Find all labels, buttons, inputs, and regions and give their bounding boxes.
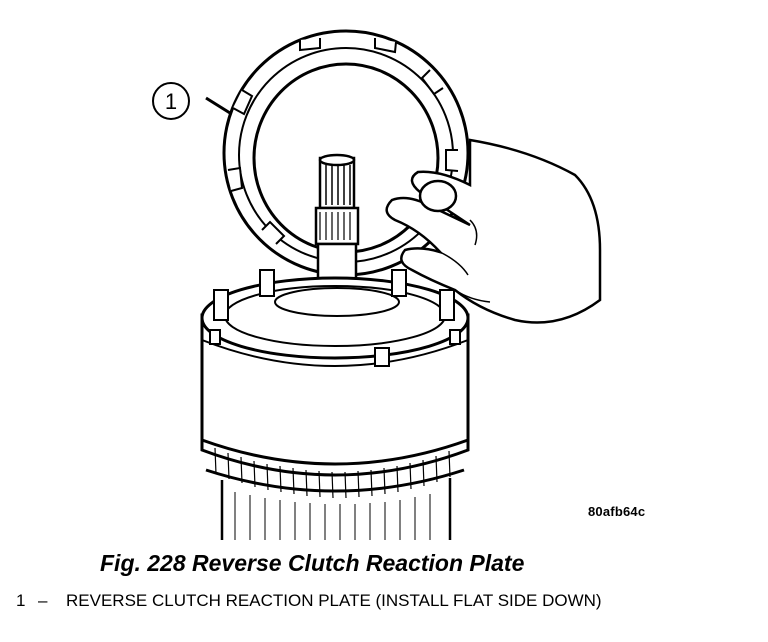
legend: 1 – REVERSE CLUTCH REACTION PLATE (INSTA… <box>16 592 756 610</box>
gear-ring-top <box>201 438 469 466</box>
drum-lower <box>220 478 452 540</box>
legend-item-dash: – <box>38 591 48 610</box>
legend-item-text: REVERSE CLUTCH REACTION PLATE (INSTALL F… <box>66 591 602 610</box>
shaft-collar <box>314 206 360 246</box>
hub-top <box>274 287 400 317</box>
housing-band-line <box>201 339 469 367</box>
finger-lines <box>439 219 491 303</box>
thumb-tip <box>418 179 458 213</box>
legend-item: 1 – REVERSE CLUTCH REACTION PLATE (INSTA… <box>16 592 756 610</box>
figure-caption: Fig. 228 Reverse Clutch Reaction Plate <box>100 550 525 576</box>
callout-number: 1 <box>165 89 177 114</box>
callout-circle <box>152 82 190 120</box>
gear-ring-bottom <box>205 468 465 493</box>
image-code: 80afb64c <box>588 504 646 519</box>
shaft-top-end <box>318 153 356 167</box>
housing-lugs <box>209 269 461 367</box>
clutch-housing <box>200 269 470 540</box>
hand <box>385 138 602 324</box>
collar-splines <box>319 212 351 240</box>
illustration: 1 <box>152 29 602 540</box>
input-shaft <box>314 153 360 304</box>
gear-teeth <box>214 447 451 499</box>
drum-splines <box>234 492 431 540</box>
plate-tabs <box>227 38 459 245</box>
shaft-splines <box>325 165 351 205</box>
legend-item-number: 1 <box>16 591 26 610</box>
